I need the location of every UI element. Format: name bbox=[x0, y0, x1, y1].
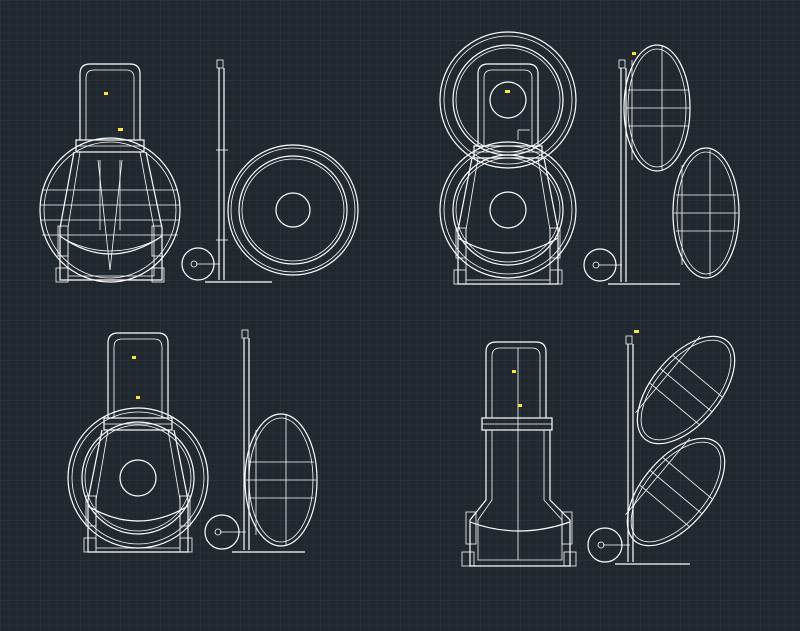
marker bbox=[518, 404, 522, 407]
marker bbox=[104, 92, 108, 95]
view-3-bottom-left[interactable] bbox=[67, 329, 318, 553]
large-wheel bbox=[227, 144, 359, 276]
bag bbox=[244, 413, 318, 547]
marker bbox=[512, 370, 516, 373]
side-view-pole bbox=[587, 335, 690, 565]
marker bbox=[132, 356, 136, 359]
upper-bag bbox=[623, 44, 691, 172]
lower-tilted-bag bbox=[625, 437, 726, 547]
marker bbox=[634, 330, 639, 333]
lower-bag bbox=[672, 147, 740, 279]
marker bbox=[632, 52, 636, 55]
marker bbox=[505, 90, 510, 93]
marker bbox=[118, 128, 123, 131]
side-view-pole bbox=[181, 59, 272, 283]
view-4-bottom-right[interactable] bbox=[461, 319, 753, 567]
upper-tilted-bag bbox=[635, 335, 736, 445]
marker bbox=[136, 396, 140, 399]
cart-frame bbox=[83, 332, 193, 553]
cart-frame bbox=[55, 63, 165, 283]
side-view-pole bbox=[583, 59, 680, 285]
cart-frame bbox=[461, 341, 577, 567]
view-1-top-left[interactable] bbox=[39, 59, 359, 283]
cart-frame bbox=[453, 63, 563, 285]
view-2-top-right[interactable] bbox=[439, 31, 740, 285]
side-view-pole bbox=[204, 329, 305, 553]
